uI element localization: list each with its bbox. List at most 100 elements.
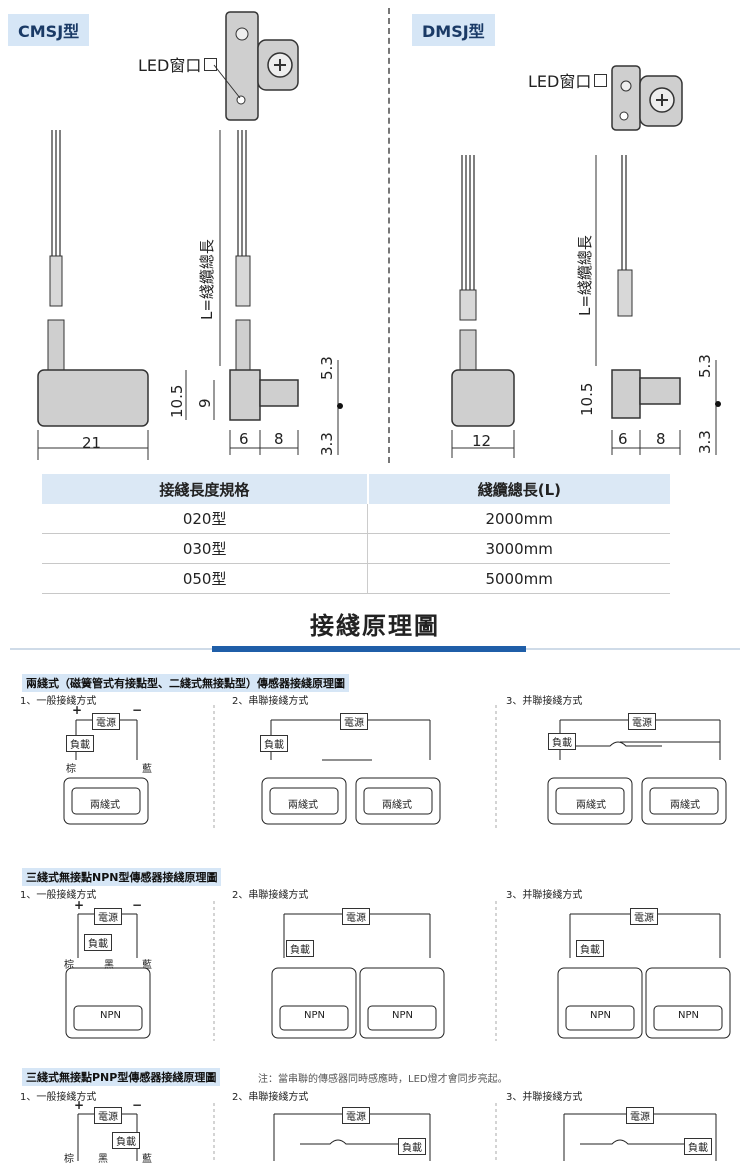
table-cell: 020型: [42, 504, 369, 534]
dmsj-side-body: [451, 369, 515, 427]
sensor-label: NPN: [678, 1010, 699, 1021]
blue-wire-label: 藍: [142, 764, 152, 775]
title-underline-accent: [212, 646, 526, 652]
sensor-label: NPN: [590, 1010, 611, 1021]
power-label: 電源: [630, 908, 658, 925]
table-cell: 3000mm: [367, 533, 670, 564]
dmsj-dim-width: 12: [472, 432, 492, 450]
blue-wire-label: 藍: [142, 960, 152, 971]
cmsj-dim-width: 21: [82, 434, 102, 452]
wiring-note: 注：當串聯的傳感器同時感應時，LED燈才會同步亮起。: [258, 1074, 508, 1085]
cmsj-dim-h1: 10.5: [168, 384, 186, 418]
led-window-box-icon: [204, 58, 218, 71]
table-header: 綫纜總長(L): [367, 474, 670, 504]
minus-terminal: −: [132, 703, 143, 717]
power-label: 電源: [626, 1107, 654, 1124]
model-divider: [388, 8, 390, 463]
cmsj-led-label: LED窗口: [138, 52, 218, 76]
cmsj-dim-h2: 9: [196, 398, 214, 408]
dmsj-cable-length-label: L=綫纜總長: [576, 235, 594, 316]
sensor-label: 兩綫式: [576, 800, 606, 811]
dmsj-drawing: [451, 65, 721, 458]
cmsj-dim-w1: 6: [239, 430, 249, 448]
cmsj-led-window-icon: [236, 95, 246, 105]
dmsj-head-body: [611, 65, 641, 131]
method-label: 1、一般接綫方式: [20, 1092, 97, 1103]
method-label: 2、串聯接綫方式: [232, 890, 309, 901]
wiring-title-pnp: 三綫式無接點PNP型傳感器接綫原理圖: [22, 1068, 221, 1086]
table-header: 接綫長度規格: [42, 474, 369, 504]
sensor-label: NPN: [392, 1010, 413, 1021]
table-row: 020型 2000mm: [42, 504, 670, 534]
load-label: 負載: [84, 934, 112, 951]
dmsj-dim-top: 5.3: [696, 354, 714, 378]
method-label: 1、一般接綫方式: [20, 696, 97, 707]
blue-wire-label: 藍: [142, 1154, 152, 1165]
table-row: 030型 3000mm: [42, 533, 670, 564]
sensor-label: 兩綫式: [670, 800, 700, 811]
cmsj-dim-bottom: 3.3: [318, 432, 336, 456]
plus-terminal: +: [74, 898, 85, 912]
dmsj-label: DMSJ型: [412, 14, 495, 46]
sensor-label: NPN: [100, 1010, 121, 1021]
power-label: 電源: [340, 713, 368, 730]
table-row: 050型 5000mm: [42, 563, 670, 594]
plus-terminal: +: [72, 703, 83, 717]
load-label: 負載: [398, 1138, 426, 1155]
cmsj-front-body: [229, 369, 261, 421]
load-label: 負載: [112, 1132, 140, 1149]
wiring-title-npn: 三綫式無接點NPN型傳感器接綫原理圖: [22, 868, 222, 886]
method-label: 2、串聯接綫方式: [232, 1092, 309, 1103]
cmsj-drawing: [37, 11, 343, 460]
minus-terminal: −: [132, 898, 143, 912]
power-label: 電源: [94, 908, 122, 925]
load-label: 負載: [286, 940, 314, 957]
led-window-box-icon: [594, 74, 608, 87]
method-label: 3、并聯接綫方式: [506, 1092, 583, 1103]
load-label: 負載: [576, 940, 604, 957]
section-title: 接綫原理圖: [310, 612, 440, 640]
wiring-title-2wire: 兩綫式（磁簧管式有接點型、二綫式無接點型）傳感器接綫原理圖: [22, 674, 349, 692]
power-label: 電源: [628, 713, 656, 730]
dmsj-led-label: LED窗口: [528, 68, 608, 92]
power-label: 電源: [92, 713, 120, 730]
cmsj-side-body: [37, 369, 149, 427]
table-cell: 050型: [42, 563, 369, 594]
load-label: 負載: [548, 733, 576, 750]
sensor-label: 兩綫式: [288, 800, 318, 811]
power-label: 電源: [342, 1107, 370, 1124]
cmsj-label: CMSJ型: [8, 14, 90, 46]
brown-wire-label: 棕: [64, 960, 74, 971]
dmsj-dim-w1: 6: [618, 430, 628, 448]
sensor-label: NPN: [304, 1010, 325, 1021]
plus-terminal: +: [74, 1098, 85, 1112]
table-cell: 2000mm: [367, 504, 670, 534]
table-cell: 5000mm: [367, 563, 670, 594]
cmsj-dim-w2: 8: [274, 430, 284, 448]
method-label: 1、一般接綫方式: [20, 890, 97, 901]
table-header-row: 接綫長度規格 綫纜總長(L): [42, 474, 670, 504]
dmsj-dim-w2: 8: [656, 430, 666, 448]
power-label: 電源: [342, 908, 370, 925]
power-label: 電源: [94, 1107, 122, 1124]
method-label: 3、并聯接綫方式: [506, 696, 583, 707]
cmsj-dim-top: 5.3: [318, 356, 336, 380]
method-label: 3、并聯接綫方式: [506, 890, 583, 901]
load-label: 負載: [260, 735, 288, 752]
dmsj-led-window-icon: [619, 111, 629, 121]
minus-terminal: −: [132, 1098, 143, 1112]
black-wire-label: 黑: [104, 960, 114, 971]
table-cell: 030型: [42, 533, 369, 564]
load-label: 負載: [684, 1138, 712, 1155]
sensor-label: 兩綫式: [90, 800, 120, 811]
dmsj-dim-bottom: 3.3: [696, 430, 714, 454]
black-wire-label: 黑: [98, 1154, 108, 1165]
load-label: 負載: [66, 735, 94, 752]
brown-wire-label: 棕: [66, 764, 76, 775]
method-label: 2、串聯接綫方式: [232, 696, 309, 707]
cable-spec-table: 接綫長度規格 綫纜總長(L) 020型 2000mm 030型 3000mm 0…: [42, 474, 670, 594]
cmsj-cable-length-label: L=綫纜總長: [198, 239, 216, 320]
sensor-label: 兩綫式: [382, 800, 412, 811]
brown-wire-label: 棕: [64, 1154, 74, 1165]
dmsj-dim-h1: 10.5: [578, 382, 596, 416]
